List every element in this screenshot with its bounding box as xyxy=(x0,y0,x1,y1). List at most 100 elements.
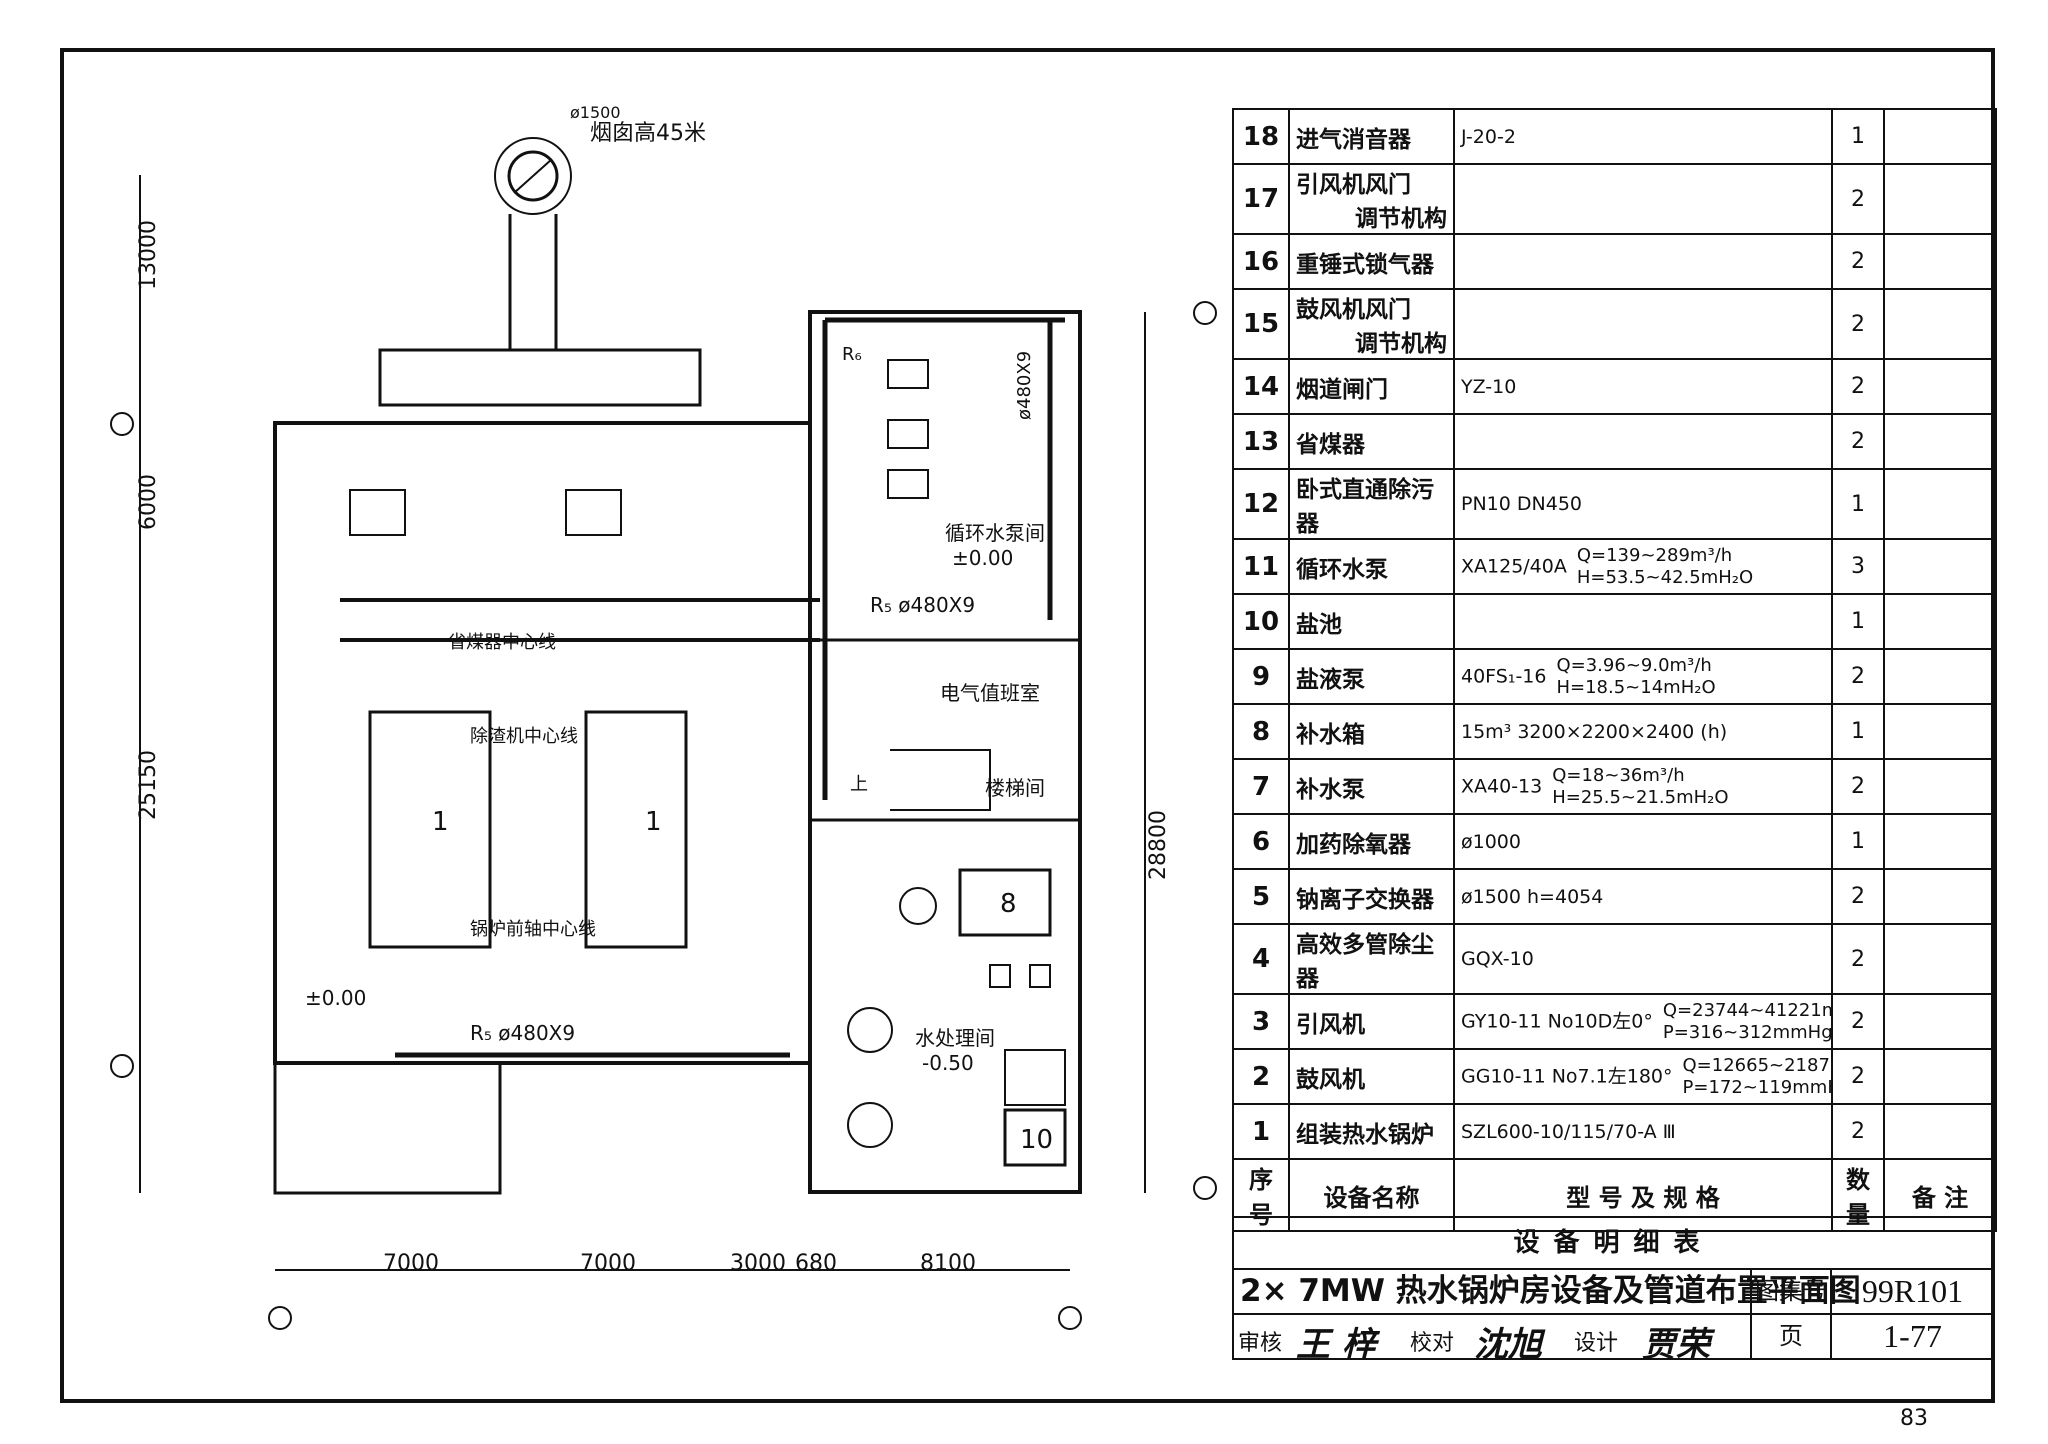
equipment-spec xyxy=(1453,163,1833,235)
remark xyxy=(1883,648,1997,705)
equipment-name-line1: 引风机风门 xyxy=(1296,172,1411,198)
boiler-1 xyxy=(368,710,492,949)
equipment-spec: PN10 DN450 xyxy=(1453,468,1833,540)
equipment-name-line2: 调节机构 xyxy=(1355,331,1447,357)
quantity: 2 xyxy=(1831,1048,1885,1105)
equipment-name-line1: 加药除氧器 xyxy=(1296,831,1411,858)
spec-model: YZ-10 xyxy=(1461,375,1517,398)
dim-left-2: 6000 xyxy=(136,474,161,530)
quantity: 2 xyxy=(1831,1103,1885,1160)
equipment-spec: J-20-2 xyxy=(1453,108,1833,165)
equipment-name-line1: 鼓风机 xyxy=(1296,1066,1365,1093)
dim-left-1: 13000 xyxy=(136,220,161,290)
stair-up: 上 xyxy=(850,774,868,795)
spec-performance: Q=18~36m³/h H=25.5~21.5mH₂O xyxy=(1552,764,1729,808)
equipment-name: 引风机风门调节机构 xyxy=(1288,163,1455,235)
equipment-name-line1: 鼓风机风门 xyxy=(1296,297,1411,323)
pipe-label-1: R₅ ø480X9 xyxy=(470,1021,575,1045)
spec-model: 40FS₁-16 xyxy=(1461,665,1547,687)
equipment-name-line1: 补水箱 xyxy=(1296,721,1365,748)
dust-collector-4b xyxy=(565,489,622,536)
equipment-name: 补水泵 xyxy=(1288,758,1455,815)
flue-duct xyxy=(378,348,702,407)
quantity: 2 xyxy=(1831,993,1885,1050)
dim-right-total: 28800 xyxy=(1146,810,1171,880)
mark-boiler-1: 1 xyxy=(432,807,449,837)
quantity: 2 xyxy=(1831,288,1885,360)
equipment-name: 引风机 xyxy=(1288,993,1455,1050)
remark xyxy=(1883,288,1997,360)
equipment-name-line1: 循环水泵 xyxy=(1296,556,1388,583)
equipment-name: 补水箱 xyxy=(1288,703,1455,760)
header-spec: 型 号 及 规 格 xyxy=(1453,1158,1833,1232)
remark xyxy=(1883,813,1997,870)
mark-10: 10 xyxy=(1020,1125,1053,1155)
equipment-spec: ø1500 h=4054 xyxy=(1453,868,1833,925)
design-label: 设计 xyxy=(1574,1331,1619,1356)
equipment-name: 重锤式锁气器 xyxy=(1288,233,1455,290)
signature-row: 审核 王 梓 校对 沈旭 设计 贾荣 xyxy=(1232,1313,1752,1365)
reviewer-signature: 王 梓 xyxy=(1296,1325,1376,1365)
centerline-ash: 除渣机中心线 xyxy=(470,726,578,747)
header-note: 备 注 xyxy=(1883,1158,1997,1232)
remark xyxy=(1883,163,1997,235)
row-number: 18 xyxy=(1232,108,1290,165)
chimney-outer xyxy=(494,137,572,215)
title-block: 2× 7MW 热水锅炉房设备及管道布置平面图 图集号 99R101 审核 王 梓… xyxy=(1232,1268,1995,1365)
equipment-name: 组装热水锅炉 xyxy=(1288,1103,1455,1160)
equipment-name-line1: 进气消音器 xyxy=(1296,126,1411,153)
row-number: 1 xyxy=(1232,1103,1290,1160)
dim-bottom-4: 680 xyxy=(795,1251,837,1276)
quantity: 2 xyxy=(1831,923,1885,995)
equipment-spec: YZ-10 xyxy=(1453,358,1833,415)
header-no: 序号 xyxy=(1232,1158,1290,1232)
salt-pool-10 xyxy=(1003,1108,1067,1167)
equipment-spec: SZL600-10/115/70-A Ⅲ xyxy=(1453,1103,1833,1160)
quantity: 2 xyxy=(1831,358,1885,415)
row-number: 15 xyxy=(1232,288,1290,360)
equipment-name: 循环水泵 xyxy=(1288,538,1455,595)
review-label: 审核 xyxy=(1238,1331,1283,1356)
header-qty: 数量 xyxy=(1831,1158,1885,1232)
dust-collector-4 xyxy=(349,489,406,536)
quantity: 1 xyxy=(1831,813,1885,870)
equipment-name-line1: 省煤器 xyxy=(1296,431,1365,458)
room-water-level: -0.50 xyxy=(922,1051,974,1075)
spec-model: GQX-10 xyxy=(1461,948,1534,970)
dim-bottom-2: 7000 xyxy=(580,1251,636,1276)
remark xyxy=(1883,593,1997,650)
quantity: 2 xyxy=(1831,868,1885,925)
equipment-name-line1: 盐池 xyxy=(1296,611,1342,638)
equipment-spec xyxy=(1453,593,1833,650)
pipe-label-2: R₅ ø480X9 xyxy=(870,593,975,617)
boiler-1b xyxy=(584,710,688,949)
equipment-name: 盐池 xyxy=(1288,593,1455,650)
room-pump: 循环水泵间 xyxy=(945,521,1045,545)
quantity: 3 xyxy=(1831,538,1885,595)
equipment-spec xyxy=(1453,233,1833,290)
equipment-name: 鼓风机 xyxy=(1288,1048,1455,1105)
remark xyxy=(1883,358,1997,415)
spec-model: ø1000 xyxy=(1461,830,1521,853)
header-name: 设备名称 xyxy=(1288,1158,1455,1232)
row-number: 14 xyxy=(1232,358,1290,415)
designer-signature: 贾荣 xyxy=(1642,1325,1710,1365)
spec-model: GG10-11 No7.1左180° xyxy=(1461,1065,1673,1087)
spec-performance: Q=12665~21875m³/h P=172~119mmHg xyxy=(1682,1054,1830,1098)
row-number: 11 xyxy=(1232,538,1290,595)
spec-model: PN10 DN450 xyxy=(1461,493,1582,515)
equipment-name: 鼓风机风门调节机构 xyxy=(1288,288,1455,360)
row-number: 17 xyxy=(1232,163,1290,235)
row-number: 12 xyxy=(1232,468,1290,540)
equipment-name-line1: 高效多管除尘器 xyxy=(1296,932,1434,992)
